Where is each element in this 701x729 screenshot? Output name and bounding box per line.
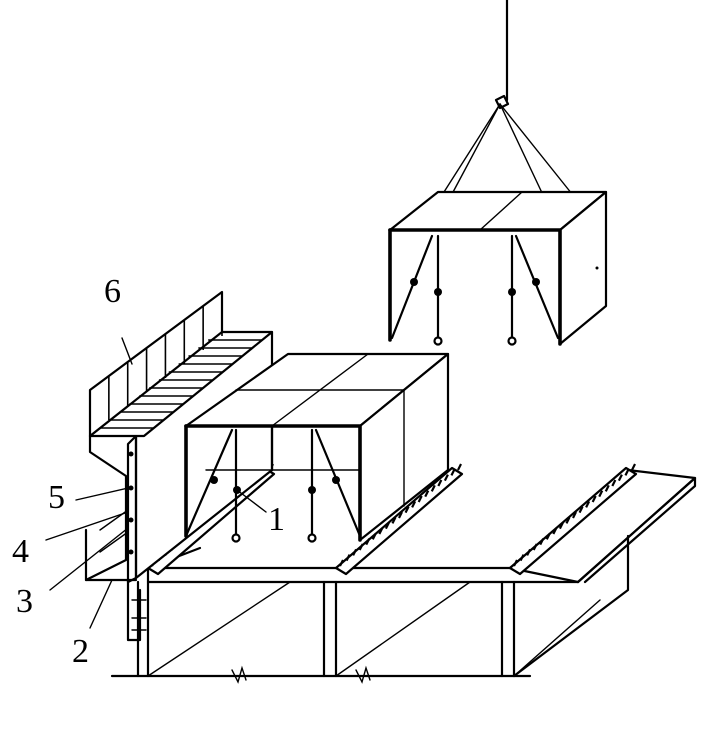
shear-stud (572, 511, 577, 519)
shear-stud (565, 516, 571, 524)
lower-box-structure (110, 468, 697, 684)
shear-stud (430, 484, 436, 492)
shear-stud (365, 538, 371, 546)
shear-stud (384, 522, 390, 530)
shear-stud (513, 559, 518, 567)
shear-stud (404, 506, 410, 514)
shear-stud (519, 554, 525, 562)
shear-stud (585, 500, 591, 508)
inner-formwork-suspended (388, 0, 608, 346)
callout-3: 3 (16, 583, 33, 620)
shear-stud (378, 527, 384, 535)
shear-stud (552, 527, 558, 535)
callout-6: 6 (104, 273, 121, 310)
shear-stud (443, 474, 449, 482)
shear-stud (604, 484, 610, 492)
callout-2: 2 (72, 633, 89, 670)
shear-stud (417, 495, 423, 503)
walkway-slats (99, 339, 263, 429)
shear-stud (437, 479, 443, 487)
callout-1: 1 (268, 501, 285, 538)
shear-stud (450, 468, 456, 476)
shear-stud (545, 532, 551, 540)
shear-stud (591, 495, 597, 503)
shear-stud (391, 516, 397, 524)
shear-stud (624, 468, 630, 476)
callout-labels: 1 2 3 4 5 6 (12, 273, 285, 670)
shear-stud (617, 474, 623, 482)
shear-stud (411, 500, 417, 508)
shear-stud (352, 548, 358, 556)
shear-stud (398, 511, 403, 519)
shear-stud (631, 463, 636, 471)
inner-formwork-installed (184, 352, 450, 543)
shear-stud (339, 559, 344, 567)
shear-stud (358, 543, 364, 551)
shear-stud (532, 543, 538, 551)
shear-stud (526, 548, 532, 556)
callout-5: 5 (48, 479, 65, 516)
callout-4: 4 (12, 533, 29, 570)
shear-stud (578, 506, 584, 514)
shear-stud (598, 490, 604, 498)
shear-stud (539, 538, 545, 546)
shear-stud (457, 463, 462, 471)
leader-lines (45, 337, 267, 629)
shear-stud (611, 479, 617, 487)
shear-stud (558, 522, 564, 530)
shear-stud (424, 490, 430, 498)
shear-stud (371, 532, 377, 540)
shear-stud (345, 554, 351, 562)
railing-posts (89, 292, 223, 434)
